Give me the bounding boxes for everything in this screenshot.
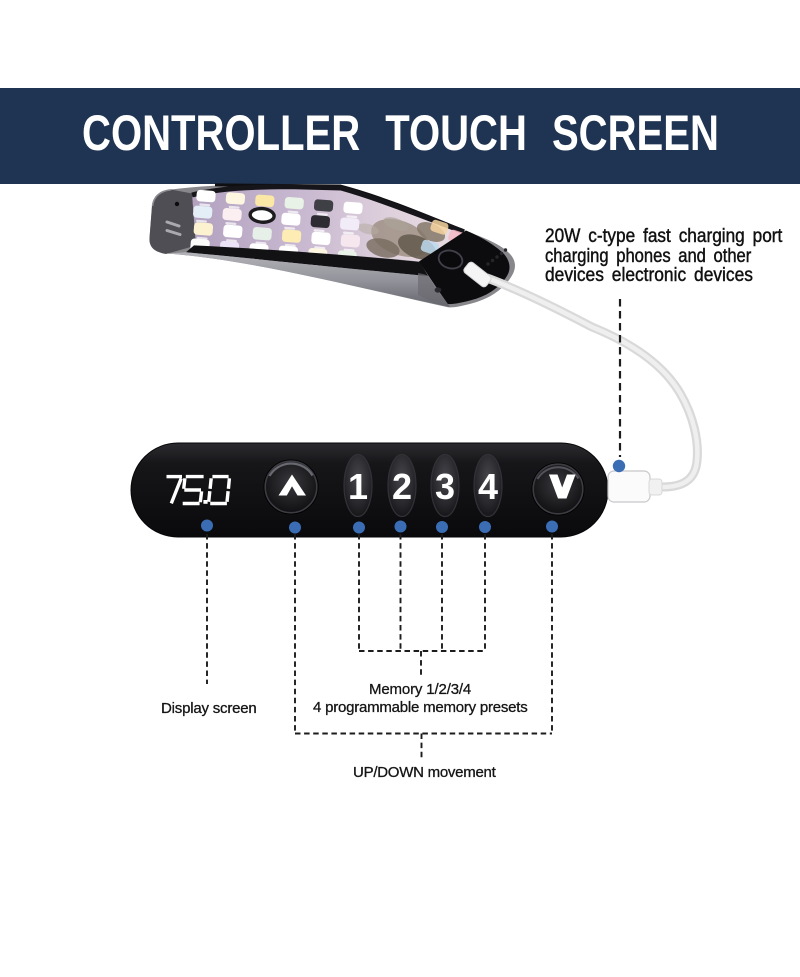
svg-text:1: 1 xyxy=(348,466,368,507)
svg-text:2: 2 xyxy=(392,466,412,507)
svg-text:3: 3 xyxy=(435,466,455,507)
svg-text:4: 4 xyxy=(478,466,498,507)
